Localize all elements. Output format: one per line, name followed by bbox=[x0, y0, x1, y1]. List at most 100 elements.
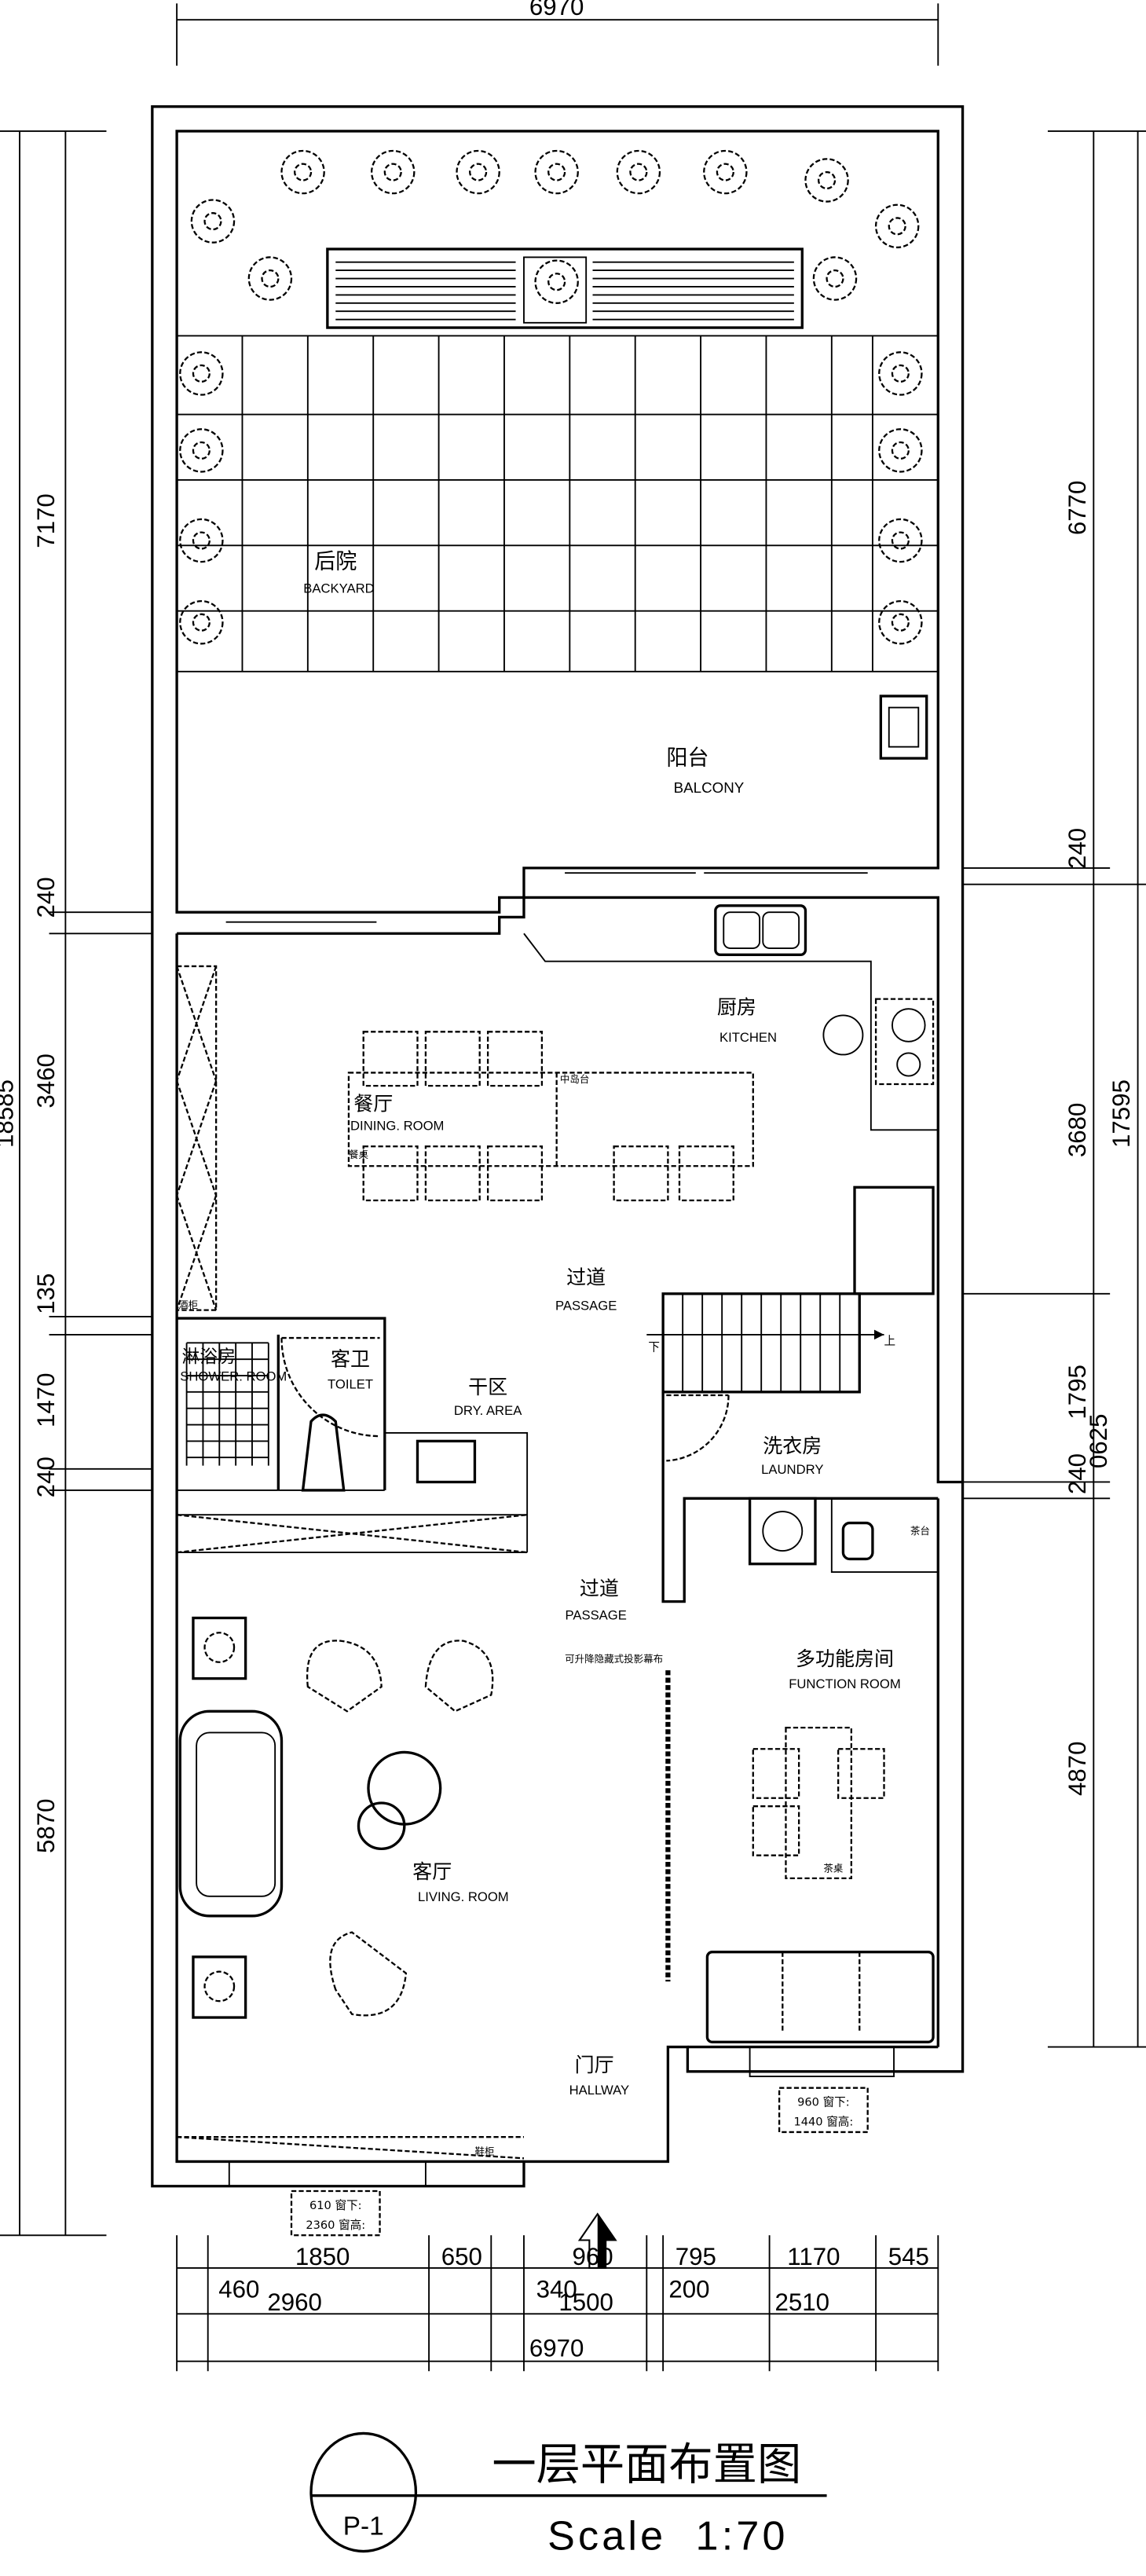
dim-right: 240 bbox=[1064, 1453, 1091, 1494]
tree-icon bbox=[878, 428, 923, 473]
room-dining-cn: 餐厅 bbox=[353, 1092, 393, 1115]
tree-icon bbox=[891, 531, 910, 550]
chair-icon bbox=[486, 1145, 544, 1202]
note-dining-table: 餐桌 bbox=[349, 1149, 369, 1160]
fridge-icon bbox=[853, 1185, 935, 1295]
room-laundry-cn: 洗衣房 bbox=[763, 1435, 822, 1457]
mop-sink-icon bbox=[879, 694, 928, 760]
tree-icon bbox=[261, 269, 280, 288]
dim-bottom: 960 bbox=[572, 2243, 613, 2270]
tree-icon bbox=[878, 599, 923, 645]
dim-left-total: 18585 bbox=[0, 1079, 19, 1148]
tree-icon bbox=[192, 441, 211, 460]
window-height: 1440 窗高: bbox=[793, 2115, 853, 2129]
wine-cabinet bbox=[175, 965, 218, 1311]
tree-icon bbox=[192, 364, 211, 383]
tree-icon bbox=[716, 163, 734, 181]
dim-right: 1795 bbox=[1064, 1365, 1091, 1420]
tree-icon bbox=[534, 149, 579, 195]
title-block: P-1 一层平面布置图 Scale 1:70 bbox=[309, 2431, 827, 2559]
bottom-dimensions: 1850 650 960 795 1170 545 460 2960 340 1… bbox=[176, 2235, 939, 2372]
staircase bbox=[646, 1292, 884, 1394]
tree-icon bbox=[192, 531, 211, 550]
backyard-tile-grid bbox=[177, 335, 939, 672]
dim-top-total: 6970 bbox=[529, 0, 584, 20]
dim-right: 3680 bbox=[1064, 1103, 1091, 1158]
room-laundry-en: LAUNDRY bbox=[761, 1462, 823, 1477]
drawing-title: 一层平面布置图 bbox=[492, 2439, 801, 2490]
armchair-icon bbox=[424, 1640, 494, 1713]
room-toilet-en: TOILET bbox=[328, 1377, 373, 1392]
chair-icon bbox=[424, 1145, 481, 1202]
window-note-front: 610 窗下: 2360 窗高: bbox=[290, 2189, 381, 2237]
tree-icon bbox=[547, 273, 566, 291]
dim-bottom: 200 bbox=[668, 2275, 709, 2303]
chair-icon bbox=[613, 1145, 669, 1202]
chair-icon bbox=[424, 1031, 481, 1087]
tree-icon bbox=[874, 203, 920, 249]
dim-right-total: 17595 bbox=[1108, 1079, 1135, 1148]
room-hallway-cn: 门厅 bbox=[575, 2054, 614, 2076]
plant-icon bbox=[192, 1955, 247, 2019]
room-function-cn: 多功能房间 bbox=[796, 1647, 894, 1670]
chair-icon bbox=[678, 1145, 734, 1202]
sink-icon bbox=[714, 904, 807, 957]
dim-left: 1470 bbox=[32, 1373, 60, 1428]
room-dry-area-en: DRY. AREA bbox=[454, 1403, 522, 1418]
bathroom-fixtures bbox=[176, 1317, 529, 1554]
sofa-icon bbox=[178, 1709, 284, 1918]
window-height: 2360 窗高: bbox=[306, 2218, 365, 2232]
stove-icon bbox=[874, 998, 935, 1086]
living-room-furniture bbox=[177, 1616, 671, 2187]
window-sill-height: 610 窗下: bbox=[309, 2198, 362, 2212]
tree-icon bbox=[534, 259, 579, 304]
room-backyard-cn: 后院 bbox=[314, 549, 357, 573]
dim-bottom: 2510 bbox=[775, 2288, 830, 2316]
sheet-number: P-1 bbox=[343, 2512, 384, 2541]
room-balcony-cn: 阳台 bbox=[666, 746, 708, 771]
tree-icon bbox=[456, 149, 500, 195]
note-projector-screen: 可升降隐藏式投影幕布 bbox=[565, 1653, 663, 1665]
room-kitchen-cn: 厨房 bbox=[717, 995, 756, 1018]
tree-icon bbox=[192, 613, 211, 632]
entrance-step bbox=[228, 2160, 427, 2187]
tree-icon bbox=[469, 163, 488, 181]
toilet-icon bbox=[301, 1413, 346, 1492]
tree-icon bbox=[826, 269, 844, 288]
note-shoe-cabinet: 鞋柜 bbox=[474, 2145, 494, 2157]
dim-bottom: 340 bbox=[536, 2275, 577, 2303]
dim-left: 135 bbox=[32, 1273, 60, 1314]
person-icon bbox=[822, 1014, 864, 1056]
kitchen-fixtures bbox=[523, 904, 939, 1295]
chair-icon bbox=[362, 1031, 419, 1087]
room-shower-cn: 淋浴房 bbox=[181, 1347, 236, 1367]
tree-icon bbox=[383, 163, 402, 181]
tree-icon bbox=[547, 163, 566, 181]
room-labels: 后院 BACKYARD 阳台 BALCONY 厨房 KITCHEN 餐厅 DIN… bbox=[180, 549, 900, 2098]
tree-icon bbox=[878, 351, 923, 396]
dim-bottom: 460 bbox=[218, 2275, 259, 2303]
dim-bottom: 545 bbox=[888, 2243, 929, 2270]
tree-icon bbox=[703, 149, 748, 195]
entrance-step bbox=[749, 2046, 895, 2078]
note-stair-up: 上 bbox=[884, 1334, 896, 1347]
tea-table-icon bbox=[785, 1726, 852, 1880]
left-dimensions: 18585 7170 240 3460 135 1470 240 5870 bbox=[0, 130, 152, 2237]
room-toilet-cn: 客卫 bbox=[331, 1348, 370, 1371]
tree-icon bbox=[247, 256, 293, 301]
tea-sink-icon bbox=[841, 1521, 874, 1561]
tree-icon bbox=[179, 518, 224, 563]
armchair-icon bbox=[329, 1931, 408, 2017]
annotations: 中岛台 餐桌 酒柜 下 上 茶台 茶桌 可升降隐藏式投影幕布 鞋柜 bbox=[178, 1073, 930, 2157]
room-balcony-en: BALCONY bbox=[674, 779, 745, 796]
note-tea-counter: 茶台 bbox=[910, 1525, 930, 1537]
room-living-en: LIVING. ROOM bbox=[418, 1889, 509, 1904]
chair-icon bbox=[486, 1031, 544, 1087]
room-dining-en: DINING. ROOM bbox=[350, 1118, 444, 1133]
tree-icon bbox=[616, 149, 661, 195]
tree-icon bbox=[891, 441, 910, 460]
plant-icon bbox=[192, 1616, 247, 1680]
dim-left: 240 bbox=[32, 877, 60, 918]
dim-left: 5870 bbox=[32, 1798, 60, 1853]
